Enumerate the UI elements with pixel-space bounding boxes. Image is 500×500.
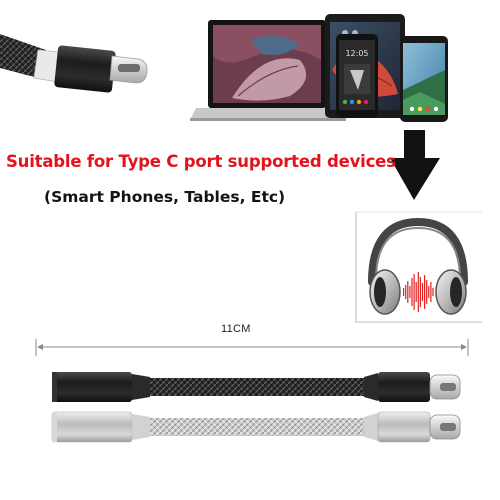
phone-device-left: 12:05	[336, 34, 378, 118]
black-adapter-cable	[52, 372, 461, 402]
length-dimension-line	[35, 339, 469, 356]
compatibility-subline: (Smart Phones, Tables, Etc)	[44, 188, 286, 206]
length-label: 11CM	[221, 323, 251, 335]
silver-adapter-cable	[51, 411, 461, 443]
sound-wave-icon	[403, 272, 434, 312]
compatibility-headline: Suitable for Type C port supported devic…	[6, 152, 396, 171]
phone-device-right	[400, 36, 448, 122]
svg-text:12:05: 12:05	[345, 49, 368, 58]
laptop-device	[190, 20, 346, 121]
headphones-icon	[368, 217, 468, 315]
usb-c-cable-top	[0, 34, 148, 93]
headphones-box	[355, 211, 482, 323]
down-arrow-icon	[390, 130, 440, 200]
